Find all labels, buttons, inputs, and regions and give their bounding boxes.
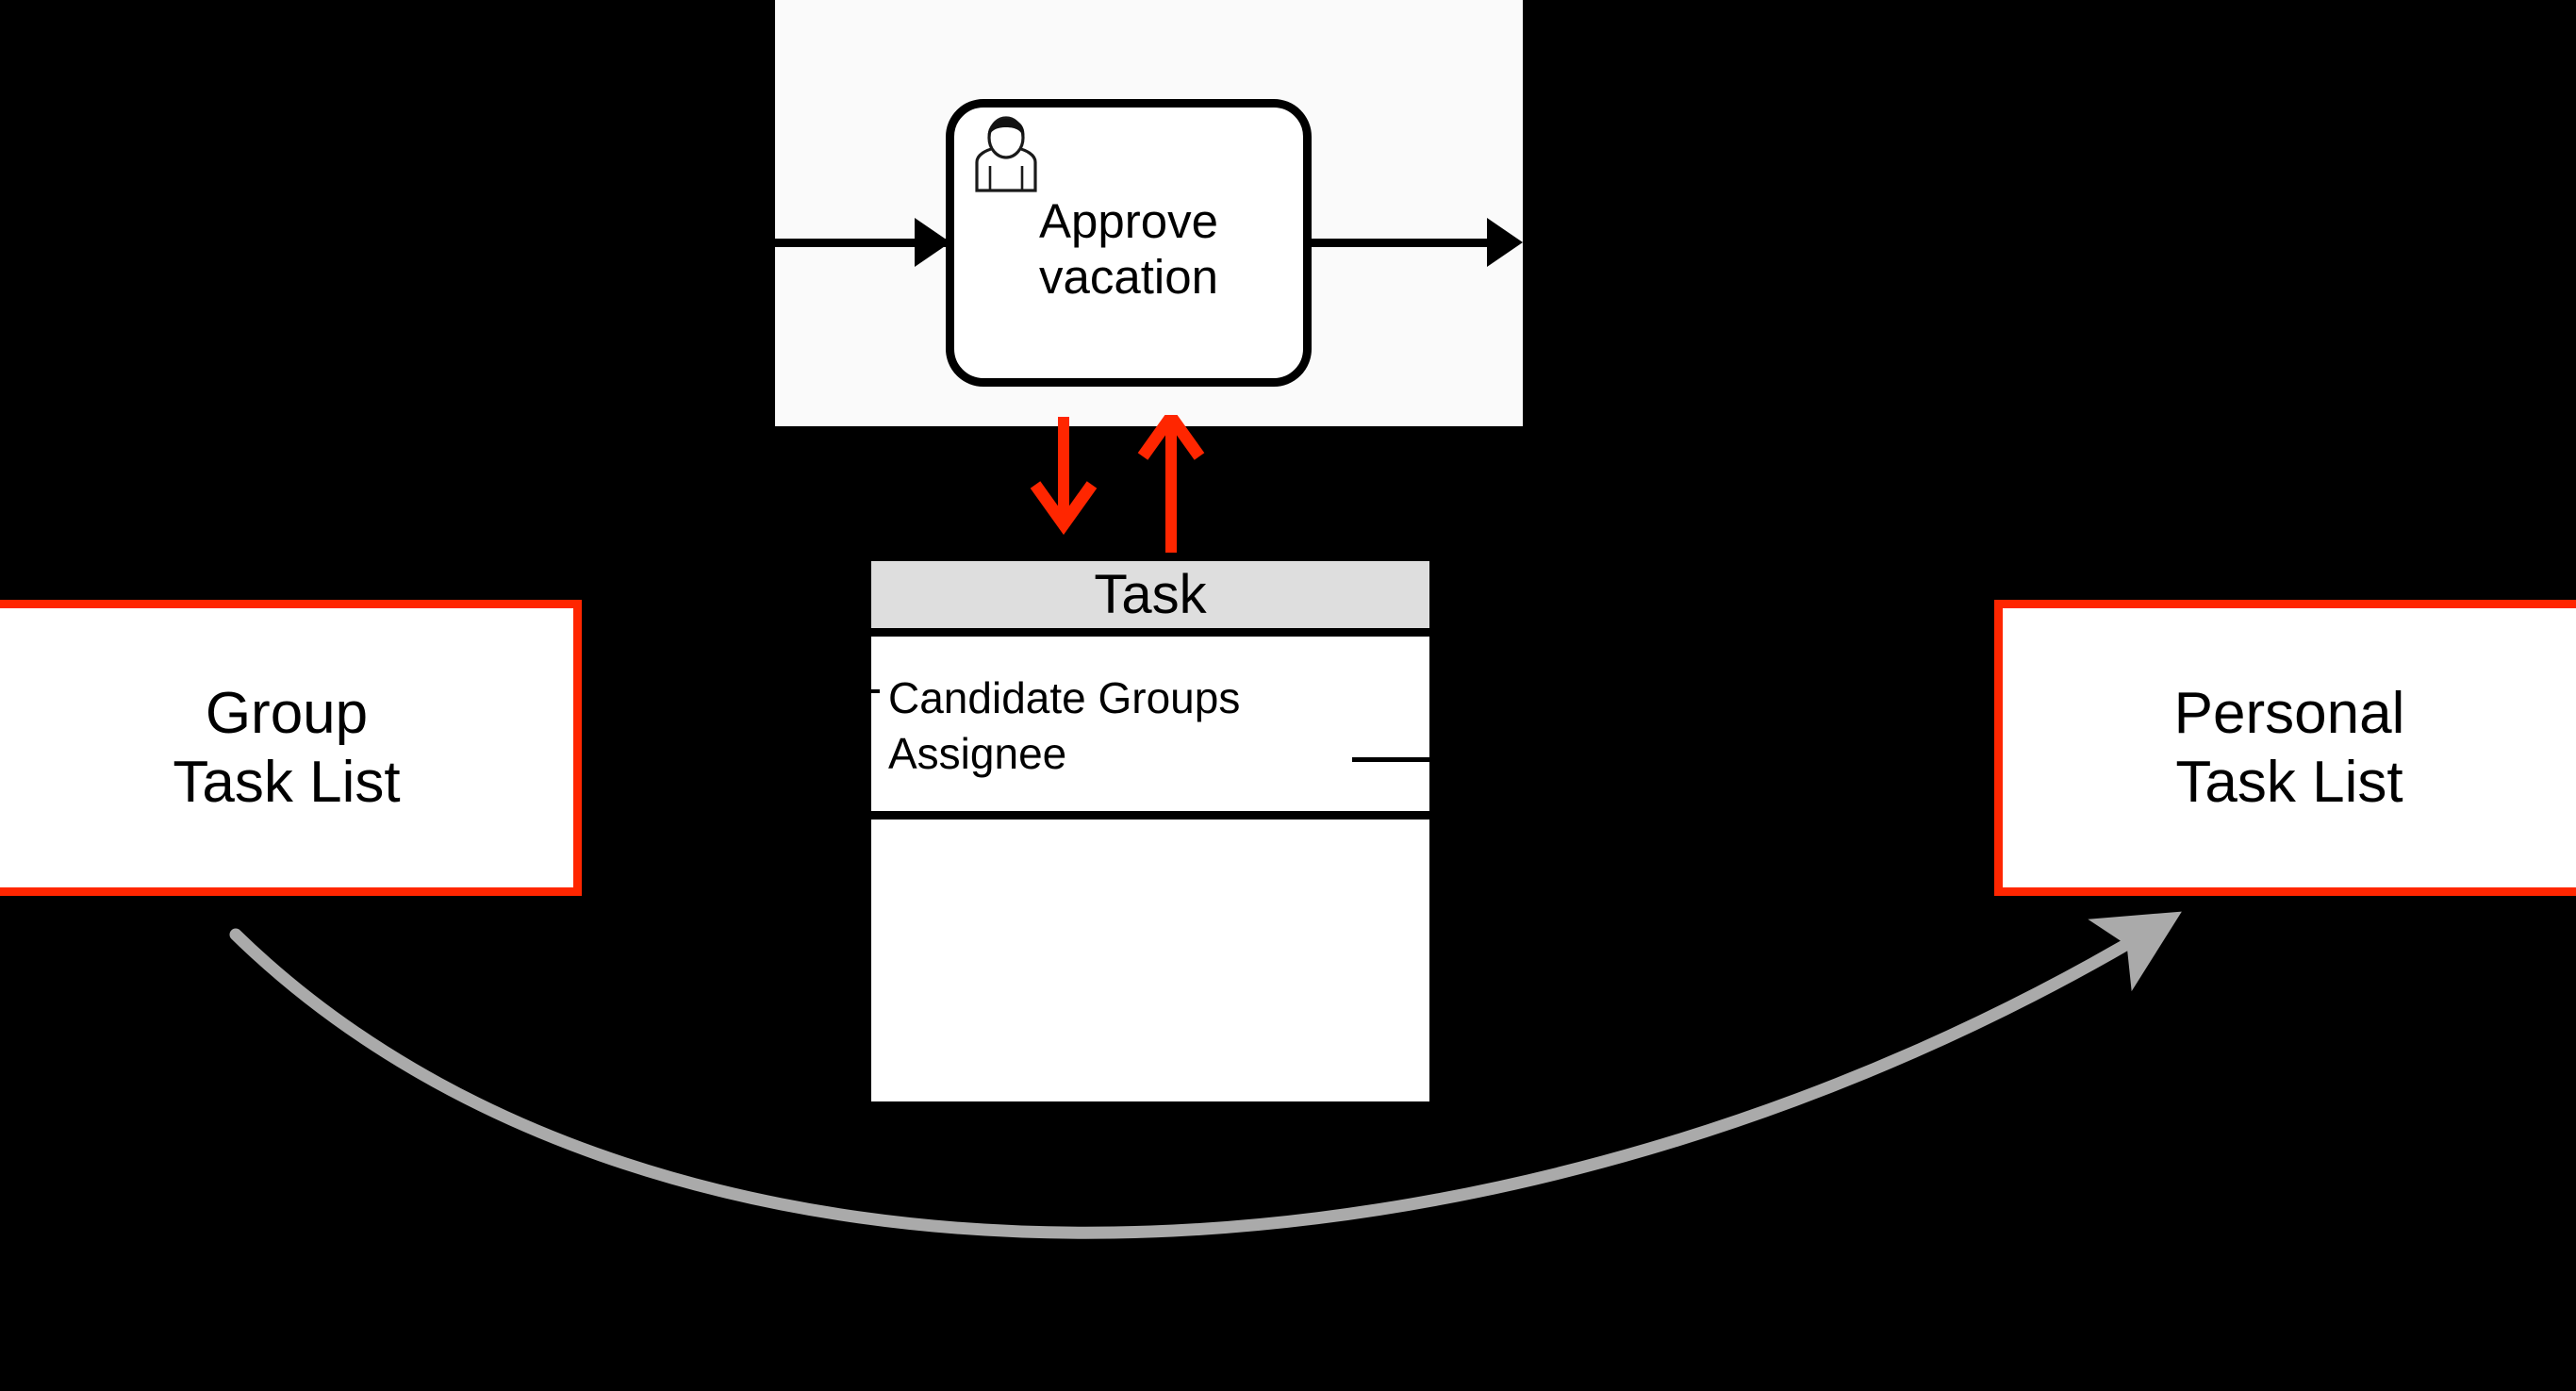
group-task-list-box[interactable]: Group Task List — [0, 600, 582, 896]
bpmn-user-task-approve-vacation[interactable]: Approve vacation — [946, 99, 1312, 387]
group-task-list-label: Group Task List — [173, 680, 401, 815]
uml-class-task[interactable]: Task Candidate Groups Assignee — [863, 553, 1438, 1110]
assignee-connector-stub — [1352, 757, 1433, 762]
uml-attribute-candidate-groups: Candidate Groups — [888, 673, 1241, 722]
red-connectors-layer — [1030, 415, 1205, 566]
personal-task-list-label: Personal Task List — [2173, 680, 2405, 815]
sequence-flow-in-arrowhead — [915, 218, 950, 267]
uml-attributes-compartment: Candidate Groups Assignee — [863, 637, 1433, 820]
sequence-flow-in-line — [775, 239, 954, 247]
bpmn-task-label: Approve vacation — [1039, 194, 1218, 304]
attribute-connector-tick — [863, 689, 880, 693]
assignee-up-arrow — [1137, 415, 1205, 566]
sequence-flow-out-line — [1312, 239, 1487, 247]
user-task-person-icon — [967, 115, 1045, 194]
personal-task-list-box[interactable]: Personal Task List — [1994, 600, 2576, 896]
uml-operations-compartment — [871, 820, 1429, 1093]
uml-class-name: Task — [871, 561, 1429, 637]
candidate-groups-down-arrow — [1030, 417, 1098, 536]
sequence-flow-out-arrowhead — [1487, 218, 1523, 267]
uml-attribute-assignee: Assignee — [888, 728, 1067, 778]
